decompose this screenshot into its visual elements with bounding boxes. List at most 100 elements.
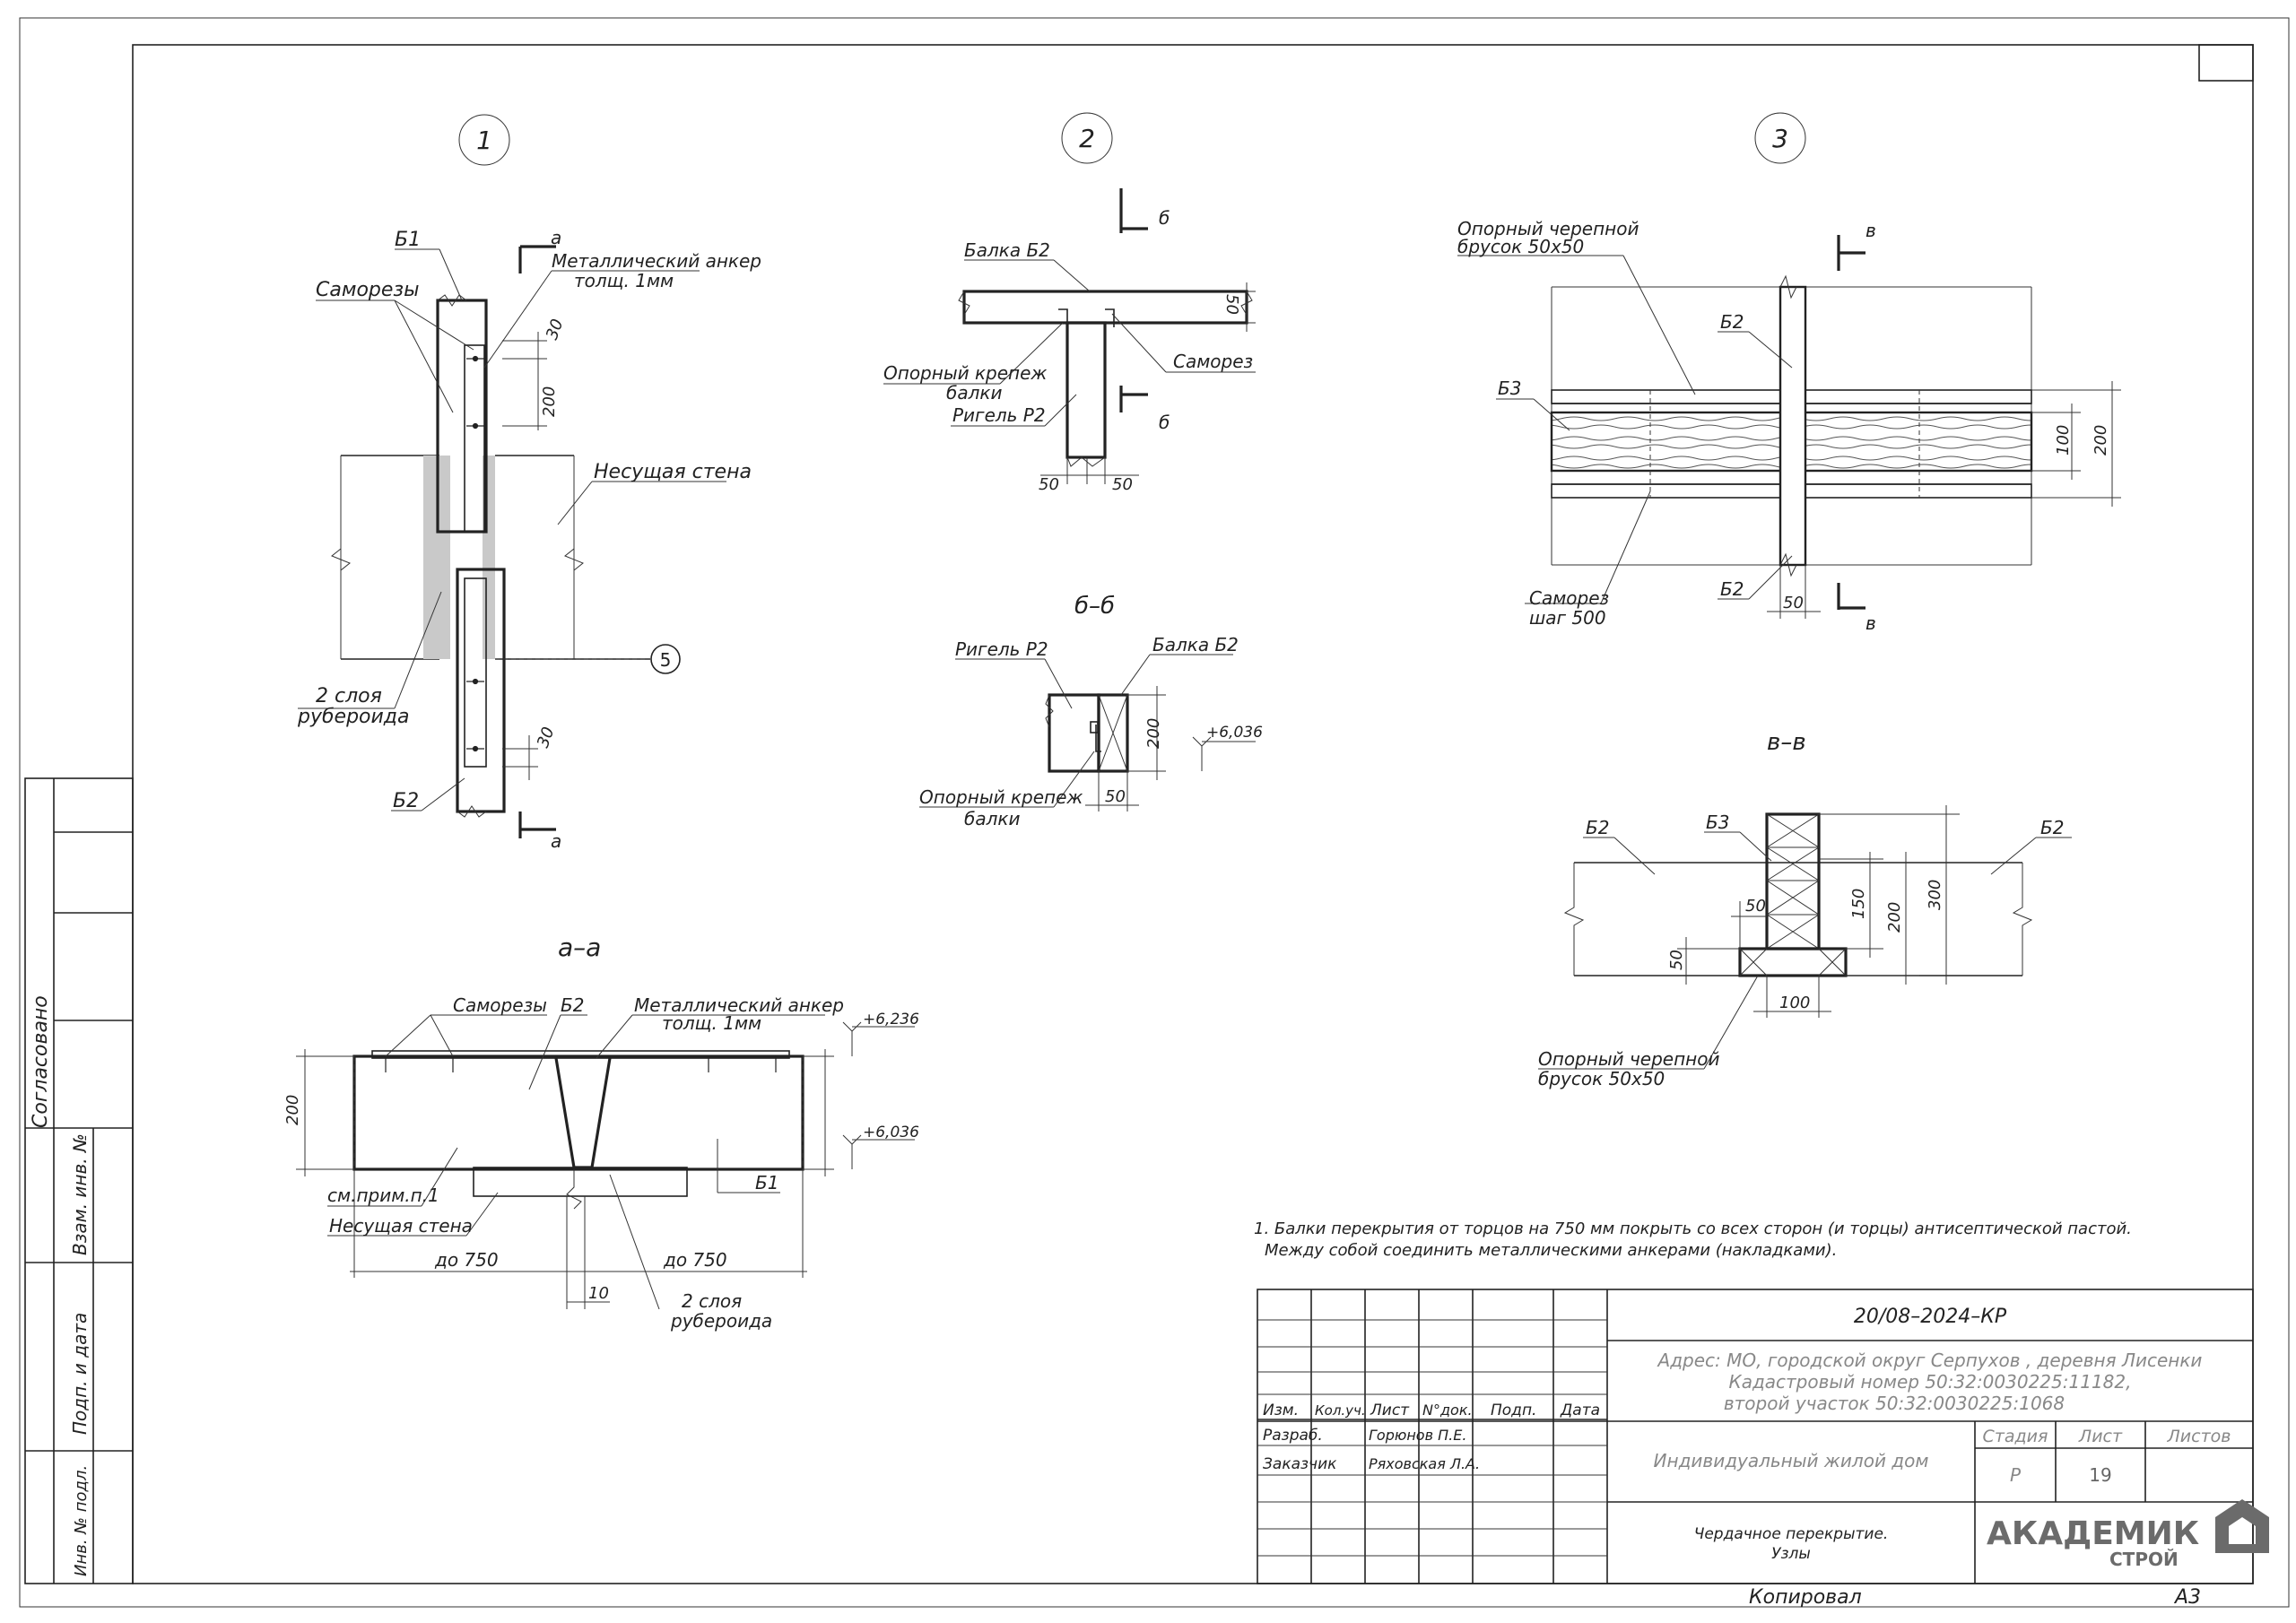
title-block: 20/08–2024–КР Адрес: МО, городской округ… [1257, 1289, 2269, 1584]
section-vv-dim-150: 150 [1849, 889, 1868, 919]
drawing-title-1: Чердачное перекрытие. [1694, 1525, 1889, 1543]
section-bb-rigel: Ригель Р2 [955, 638, 1048, 660]
approved-label: Согласовано [30, 995, 52, 1128]
node-2-fix-2: балки [946, 382, 1002, 404]
dev-label: Разраб. [1263, 1427, 1323, 1445]
address-line-1: Адрес: МО, городской округ Серпухов , де… [1657, 1350, 2203, 1371]
sheet-header: Лист [2078, 1427, 2123, 1446]
customer-label: Заказчик [1263, 1455, 1337, 1473]
node-3-bar-2: брусок 50х50 [1457, 236, 1584, 257]
axis-5: 5 [660, 649, 672, 671]
section-vv: в–в 150 200 300 [1538, 729, 2072, 1089]
section-vv-dim-100: 100 [1779, 994, 1810, 1012]
node-2-cut-bottom: б [1159, 412, 1170, 433]
outer-border [19, 17, 2290, 1608]
logo-text-2: СТРОЙ [2109, 1549, 2179, 1570]
section-aa-ruber-1: 2 слоя [682, 1290, 742, 1312]
section-vv-b2-left: Б2 [1586, 817, 1609, 838]
section-aa-wall: Несущая стена [329, 1215, 473, 1237]
section-bb-fix-1: Опорный крепеж [919, 786, 1083, 808]
col-sign: Подп. [1491, 1402, 1536, 1419]
node-1-cut-top: а [551, 227, 561, 248]
node-1-dim-200: 200 [540, 386, 559, 417]
node-1-b2: Б2 [393, 790, 419, 812]
section-aa: а–а 200 +6,236 +6,036 до 750 [283, 933, 919, 1332]
section-vv-dim-300: 300 [1926, 880, 1944, 910]
node-1-screws: Саморезы [316, 279, 419, 301]
node-2-dim-50b: 50 [1112, 475, 1133, 494]
section-aa-note-ref: см.прим.п.1 [327, 1185, 439, 1206]
node-3-dim-200: 200 [2092, 425, 2110, 456]
node-1-anchor-1: Металлический анкер [552, 250, 761, 272]
sheet-value: 19 [2089, 1464, 2111, 1486]
note-line-2: Между собой соединить металлическими анк… [1265, 1241, 1837, 1260]
node-2-rigel: Ригель Р2 [952, 404, 1046, 426]
company-logo: АКАДЕМИК СТРОЙ [1987, 1499, 2269, 1570]
section-aa-b2: Б2 [561, 994, 584, 1016]
node-3-screw-1: Саморез [1529, 587, 1609, 609]
node-1-dim-30a: 30 [543, 317, 568, 343]
section-aa-ruber-2: рубероида [670, 1310, 772, 1332]
node-1-ruber-1: 2 слоя [316, 685, 382, 707]
node-2: 2 б б 50 50 50 Балка Б2 Опорный крепеж б… [883, 112, 1256, 494]
section-vv-bar-2: брусок 50х50 [1538, 1068, 1665, 1089]
section-aa-title: а–а [558, 933, 601, 962]
node-1-cut-bottom: а [551, 830, 561, 852]
section-aa-dim-200: 200 [283, 1095, 302, 1125]
section-aa-to750-right: до 750 [663, 1249, 727, 1271]
section-vv-title: в–в [1767, 729, 1806, 756]
sheets-header: Листов [2167, 1427, 2231, 1446]
dev-name: Горюнов П.Е. [1369, 1427, 1466, 1444]
section-vv-dim-50a: 50 [1745, 897, 1766, 916]
section-bb-dim-200: 200 [1144, 718, 1163, 749]
section-aa-dim-10: 10 [588, 1284, 609, 1303]
node-2-number: 2 [1079, 124, 1095, 153]
section-aa-screws: Саморезы [453, 994, 547, 1016]
node-1: 1 5 а а [297, 114, 761, 852]
node-3-dim-100: 100 [2054, 425, 2073, 456]
section-vv-dim-50b: 50 [1667, 950, 1686, 970]
col-doc: N°док. [1422, 1402, 1473, 1419]
section-aa-anchor-2: толщ. 1мм [662, 1012, 761, 1034]
node-3-b3: Б3 [1498, 378, 1521, 399]
col-kol: Кол.уч. [1315, 1402, 1366, 1419]
drawing-title-2: Узлы [1771, 1545, 1811, 1563]
section-aa-anchor-1: Металлический анкер [634, 994, 844, 1016]
node-1-dim-30b: 30 [534, 725, 559, 751]
col-date: Дата [1560, 1402, 1600, 1419]
replace-inv-label: Взам. инв. № [69, 1133, 91, 1255]
node-1-ruber-2: рубероида [297, 706, 410, 728]
node-3-b2-top: Б2 [1720, 311, 1744, 333]
section-bb-dim-50: 50 [1105, 787, 1126, 806]
node-3-b2-bottom: Б2 [1720, 578, 1744, 600]
node-3-cut-bottom: в [1866, 612, 1876, 634]
node-1-b1: Б1 [395, 229, 421, 251]
node-1-number: 1 [476, 126, 492, 155]
logo-text-1: АКАДЕМИК [1987, 1515, 2199, 1552]
section-vv-b2-right: Б2 [2040, 817, 2064, 838]
node-2-dim-50a: 50 [1039, 475, 1059, 494]
section-vv-bar-1: Опорный черепной [1538, 1048, 1719, 1070]
node-3-bar-1: Опорный черепной [1457, 218, 1639, 239]
node-3-number: 3 [1772, 124, 1788, 153]
node-3-screw-2: шаг 500 [1529, 607, 1606, 629]
node-1-anchor-2: толщ. 1мм [574, 270, 674, 291]
doc-code: 20/08–2024–КР [1854, 1306, 2007, 1328]
notes: 1. Балки перекрытия от торцов на 750 мм … [1254, 1219, 2132, 1260]
section-vv-b3: Б3 [1706, 812, 1729, 833]
node-3-cut-top: в [1866, 220, 1876, 241]
section-bb-fix-2: балки [964, 808, 1020, 829]
side-stamp: Согласовано Взам. инв. № Подп. и дата Ин… [24, 777, 134, 1584]
section-bb-level: +6,036 [1206, 724, 1263, 742]
col-list: Лист [1370, 1402, 1410, 1419]
format-label: А3 [2173, 1586, 2201, 1609]
section-aa-to750-left: до 750 [434, 1249, 499, 1271]
section-aa-level-2: +6,036 [863, 1124, 919, 1141]
node-1-wall: Несущая стена [594, 461, 752, 483]
node-2-screw: Саморез [1173, 351, 1253, 372]
section-aa-level-1: +6,236 [863, 1011, 919, 1028]
stage-value: Р [2010, 1464, 2022, 1486]
house-icon [2215, 1499, 2269, 1553]
note-line-1: 1. Балки перекрытия от торцов на 750 мм … [1254, 1219, 2132, 1238]
